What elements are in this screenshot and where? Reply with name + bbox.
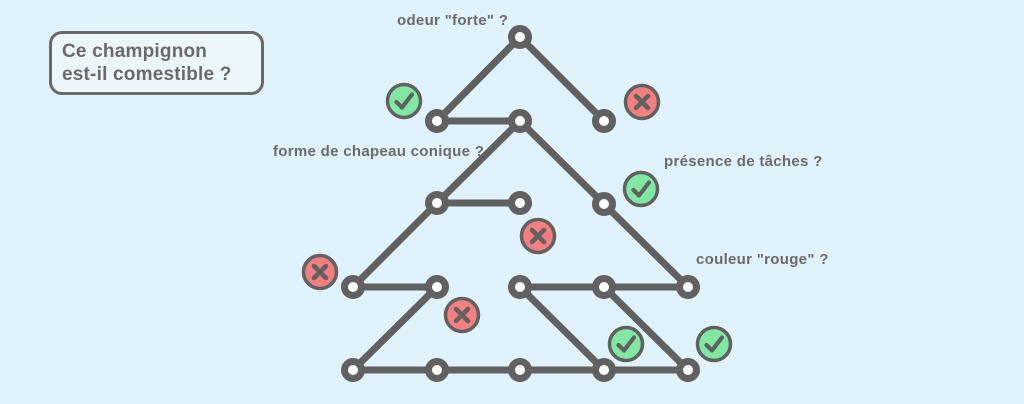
title-line-1: Ce champignon <box>62 41 208 62</box>
cross-icon <box>519 217 557 255</box>
title-line-2: est-il comestible ? <box>62 64 232 85</box>
tree-node <box>676 275 700 299</box>
icon-glyph <box>453 306 471 324</box>
cross-icon <box>623 83 661 121</box>
icon-glyph <box>631 180 652 198</box>
check-icon <box>695 325 733 363</box>
cross-icon <box>443 296 481 334</box>
icon-circle <box>607 325 645 363</box>
tree-node <box>592 275 616 299</box>
icon-glyph <box>529 227 547 245</box>
tree-edge <box>600 283 692 374</box>
question-label: forme de chapeau conique ? <box>273 143 484 160</box>
tree-node <box>341 358 365 382</box>
tree-node <box>592 109 616 133</box>
tree-edge <box>516 33 608 125</box>
tree-edge <box>349 283 441 374</box>
tree-node <box>508 25 532 49</box>
icon-glyph <box>616 335 637 353</box>
tree-node <box>425 191 449 215</box>
tree-node <box>676 358 700 382</box>
cross-icon <box>301 253 339 291</box>
icon-glyph <box>394 92 415 110</box>
tree-node <box>508 191 532 215</box>
check-icon <box>622 170 660 208</box>
icon-glyph <box>633 93 651 111</box>
check-icon <box>385 82 423 120</box>
icon-glyph <box>311 263 329 281</box>
tree-node <box>592 358 616 382</box>
title-box: Ce champignon est-il comestible ? <box>49 31 264 95</box>
question-label: couleur "rouge" ? <box>696 251 829 268</box>
tree-node <box>425 358 449 382</box>
tree-edge <box>433 33 524 125</box>
tree-edge <box>349 199 441 291</box>
tree-node <box>592 192 616 216</box>
icon-circle <box>385 82 423 120</box>
tree-node <box>508 109 532 133</box>
icon-glyph <box>704 335 725 353</box>
tree-node <box>425 109 449 133</box>
check-icon <box>607 325 645 363</box>
question-label: odeur "forte" ? <box>397 12 508 29</box>
question-label: présence de tâches ? <box>664 153 823 170</box>
tree-node <box>341 275 365 299</box>
tree-edge <box>516 283 608 374</box>
tree-node <box>508 358 532 382</box>
tree-edge <box>433 117 524 207</box>
icon-circle <box>622 170 660 208</box>
tree-node <box>508 275 532 299</box>
icon-circle <box>695 325 733 363</box>
tree-node <box>425 275 449 299</box>
